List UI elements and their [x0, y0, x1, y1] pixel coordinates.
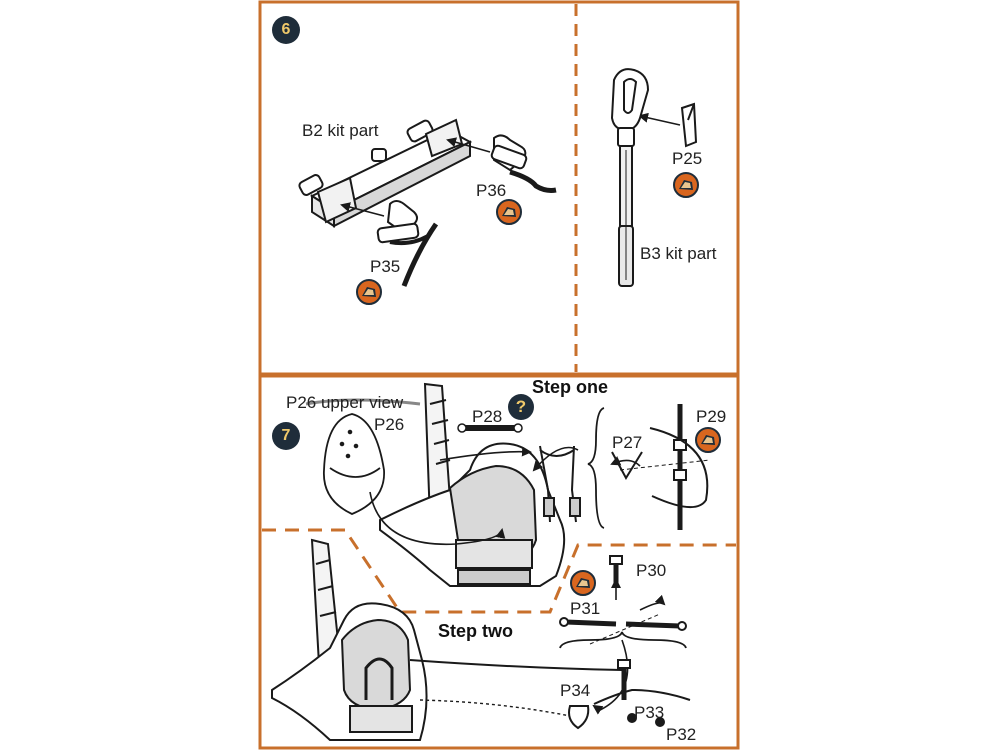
- step6-frame: [258, 0, 740, 376]
- b2-kit-part-label: B2 kit part: [302, 121, 379, 140]
- p29-label: P29: [696, 407, 727, 426]
- p26-upper-view-drawing: [305, 398, 421, 515]
- p26-upper-view-label: P26 upper view: [286, 393, 404, 412]
- p30-p31-drawing: [559, 555, 687, 645]
- step6-arrows: [340, 112, 681, 217]
- p26-label: P26: [374, 415, 405, 434]
- step-one-brace: [587, 407, 605, 529]
- p36-pedal-drawing: [490, 134, 557, 193]
- p25-label: P25: [672, 149, 703, 168]
- step-two-seat-drawing: [271, 538, 428, 741]
- step-one-label: Step one: [532, 377, 609, 397]
- p33-label: P33: [634, 703, 665, 722]
- p35-pedal-drawing: [376, 200, 439, 287]
- photo-etch-icon: [496, 199, 522, 225]
- p25-part-drawing: [680, 102, 698, 148]
- p28-part-drawing: [457, 423, 523, 433]
- panel-frames: [258, 0, 740, 750]
- photo-etch-icon: [356, 279, 382, 305]
- b3-kit-part-drawing: [610, 68, 650, 287]
- step6-number: 6: [272, 16, 300, 44]
- p32-p34-drawing: [409, 659, 691, 730]
- step-one-harness-drawing: [539, 445, 581, 523]
- step7-divider: [262, 528, 736, 614]
- p27-label: P27: [612, 433, 643, 452]
- b3-kit-part-label: B3 kit part: [640, 244, 717, 263]
- question-icon: ?: [508, 394, 534, 420]
- p32-label: P32: [666, 725, 697, 744]
- step-two-label: Step two: [438, 621, 513, 641]
- step7-frame: [258, 374, 740, 750]
- step-two-brace: [559, 631, 687, 649]
- photo-etch-icon: [570, 570, 596, 596]
- step-one-seat-drawing: [379, 382, 566, 587]
- p36-label: P36: [476, 181, 507, 200]
- p30-label: P30: [636, 561, 667, 580]
- step7-number: 7: [272, 422, 300, 450]
- photo-etch-icon: [673, 172, 699, 198]
- p35-label: P35: [370, 257, 401, 276]
- p34-label: P34: [560, 681, 591, 700]
- p28-label: P28: [472, 407, 503, 426]
- p31-label: P31: [570, 599, 601, 618]
- photo-etch-icon: [695, 427, 721, 453]
